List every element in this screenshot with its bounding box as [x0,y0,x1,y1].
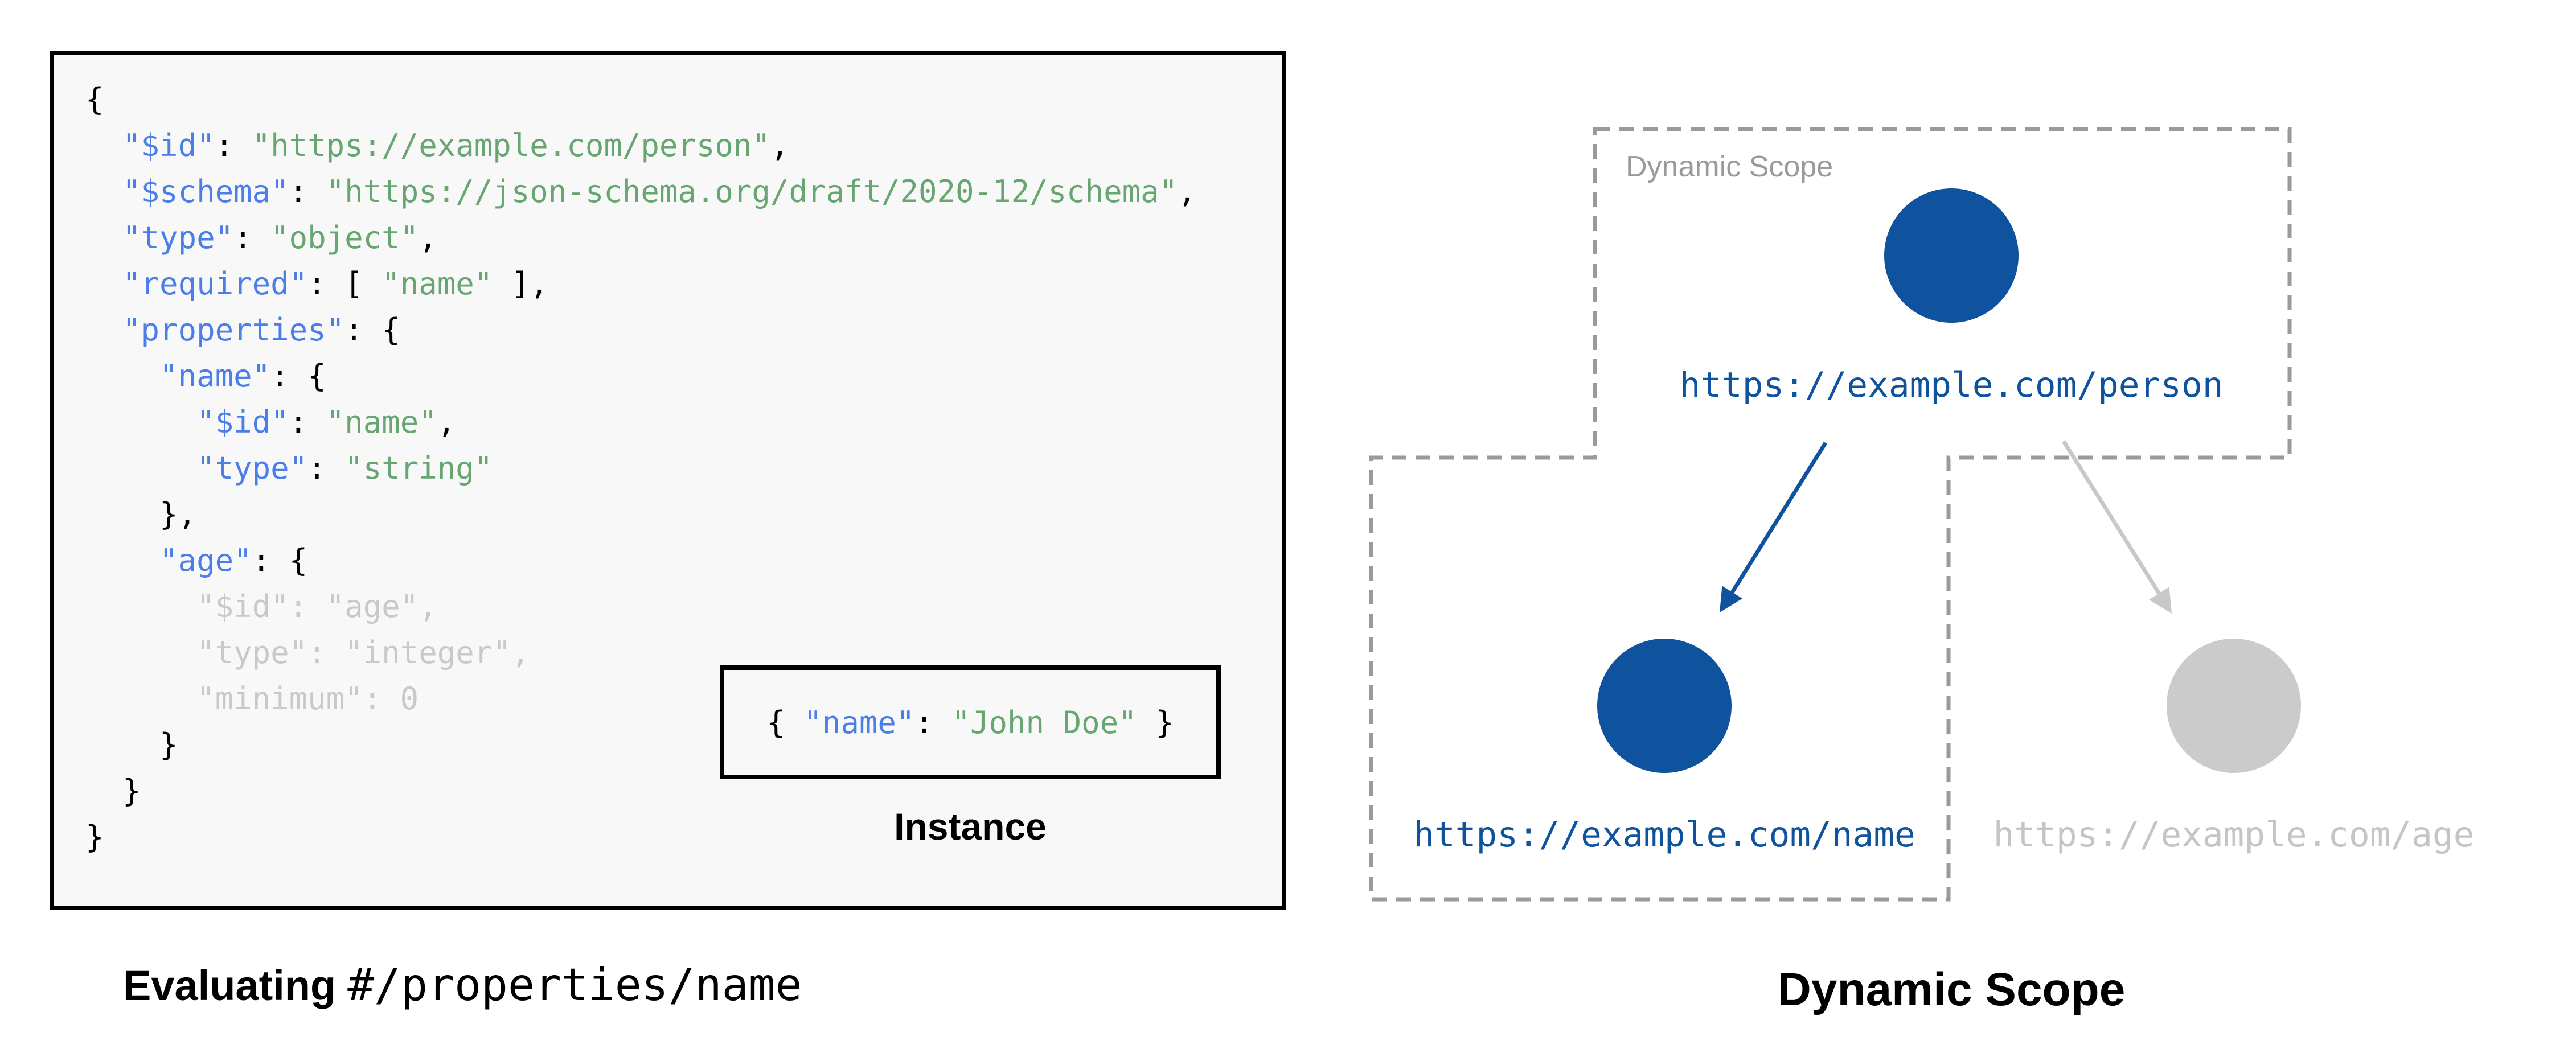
code-line: "$schema": "https://json-schema.org/draf… [85,168,1196,215]
code-line: "type": "integer", [85,630,1196,676]
code-token: } [1137,704,1174,741]
code-line: "$id": "https://example.com/person", [85,122,1196,168]
age-node-circle [2167,639,2301,773]
code-line: { [85,76,1196,122]
code-token: "name" [803,704,915,741]
code-token: "name" [326,404,437,440]
code-token: "minimum": 0 [85,681,419,717]
code-line: "$id": "name", [85,399,1196,445]
code-token: : [289,174,326,209]
code-token: "https://example.com/person" [252,127,770,163]
code-token: } [85,773,141,809]
code-token: "age" [159,542,252,578]
code-line: } [85,768,1196,814]
instance-label: Instance [894,805,1047,848]
person-node-circle [1884,188,2019,323]
code-token: { [85,81,104,117]
code-token: : { [270,358,326,394]
code-token: : [289,404,326,440]
code-token: "$id" [122,127,215,163]
code-token: : [307,450,345,486]
code-token: : { [344,312,400,348]
code-token: : { [252,542,308,578]
code-token: : [914,704,952,741]
schema-code-box: { "$id": "https://example.com/person", "… [50,51,1286,910]
code-token: "$schema" [122,174,289,209]
instance-json: { "name": "John Doe" } [766,705,1174,741]
code-line: } [85,722,1196,768]
dynamic-scope-outline [1369,127,2292,902]
dynamic-scope-inner-label: Dynamic Scope [1626,150,1833,183]
person-node-url: https://example.com/person [1680,365,2224,405]
code-line: "type": "string" [85,445,1196,491]
code-token: { [766,704,804,741]
code-line: } [85,814,1196,860]
code-line: "required": [ "name" ], [85,261,1196,307]
code-token: : [233,220,271,256]
instance-box: { "name": "John Doe" } [720,665,1221,779]
code-token: "properties" [122,312,345,348]
code-token: , [770,127,789,163]
code-token: "name" [159,358,271,394]
code-token: , [437,404,456,440]
code-token: }, [85,496,197,532]
code-line: "minimum": 0 [85,676,1196,722]
name-node-circle [1597,639,1732,773]
code-line: }, [85,491,1196,537]
right-caption: Dynamic Scope [1777,964,2126,1015]
code-token: } [85,727,178,763]
left-caption-json-pointer: #/properties/name [347,960,802,1011]
code-token: "$id" [196,404,289,440]
code-token: } [85,819,104,855]
edge-person-to-age [2062,440,2172,614]
code-token: : [215,127,252,163]
code-line: "$id": "age", [85,583,1196,630]
name-node-url: https://example.com/name [1413,815,1915,855]
code-token: "type": "integer", [85,635,530,671]
code-token: "type" [122,220,234,256]
code-token: "required" [122,266,308,302]
code-line: "name": { [85,353,1196,399]
age-node-url: https://example.com/age [1993,815,2475,855]
code-token: "name" [382,266,493,302]
code-token: "https://json-schema.org/draft/2020-12/s… [326,174,1178,209]
code-token: , [1178,174,1196,209]
code-line: "type": "object", [85,215,1196,261]
code-line: "age": { [85,537,1196,583]
code-token: "$id": "age", [85,589,437,624]
left-caption: Evaluating#/properties/name [123,963,802,1007]
code-token: "type" [196,450,308,486]
code-token: : [ [307,266,382,302]
left-caption-bold: Evaluating [123,962,337,1009]
code-token: "string" [344,450,493,486]
code-token: "John Doe" [951,704,1137,741]
code-token: ], [493,266,548,302]
code-line: "properties": { [85,307,1196,353]
code-token: , [419,220,437,256]
code-token: "object" [270,220,419,256]
schema-code: { "$id": "https://example.com/person", "… [85,76,1196,860]
edge-person-to-name [1719,442,1827,613]
